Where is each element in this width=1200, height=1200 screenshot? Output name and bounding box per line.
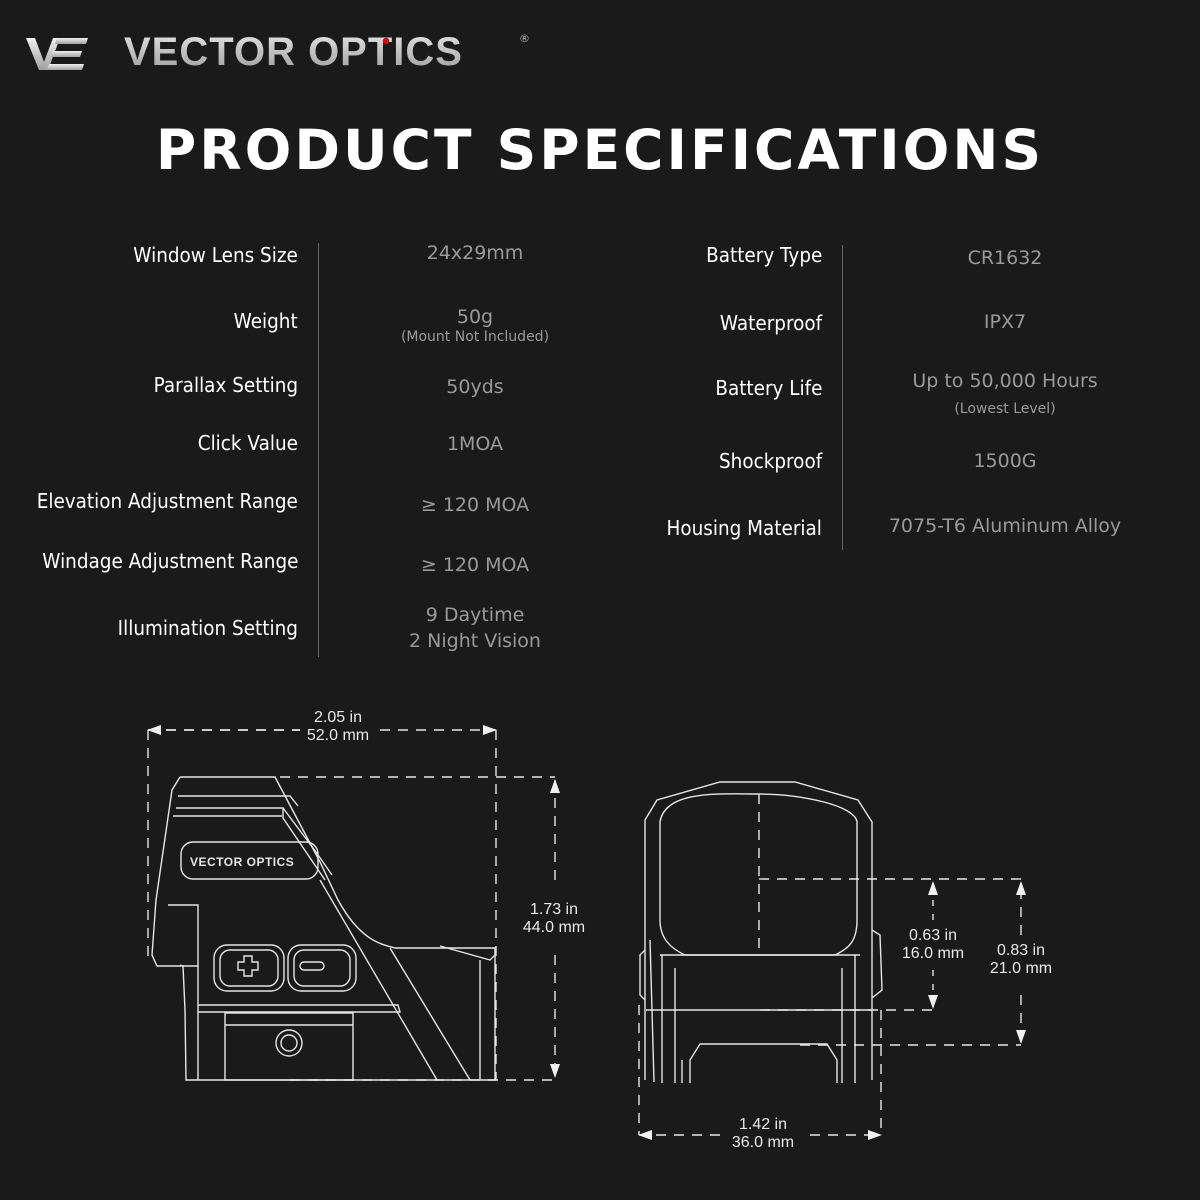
spec-value: 9 Daytime (425, 604, 525, 626)
spec-value: 50yds (446, 376, 504, 398)
optical-axis-from-rail-dimension: 0.83 in 21.0 mm (971, 942, 1071, 978)
spec-label: Waterproof (719, 311, 822, 335)
plus-button-icon (237, 955, 259, 977)
dim-mm: 36.0 mm (731, 1134, 795, 1151)
dim-mm: 44.0 mm (522, 919, 586, 936)
side-length-dimension: 2.05 in 52.0 mm (288, 709, 388, 745)
dim-inches: 2.05 in (313, 709, 363, 726)
spec-label: Parallax Setting (153, 373, 298, 397)
spec-value-line2: 2 Night Vision (409, 630, 541, 652)
spec-value: 50g (456, 306, 494, 328)
spec-label: Shockproof (718, 449, 822, 473)
page-title: PRODUCT SPECIFICATIONS (155, 118, 1045, 182)
front-view-drawing (638, 781, 1026, 1140)
spec-label: Weight (233, 309, 298, 333)
ve-logo-mark-icon (26, 38, 88, 70)
spec-label: Click Value (197, 431, 298, 455)
spec-label: Housing Material (666, 516, 822, 540)
brand-logo: VECTOR OPTICS ® (26, 30, 530, 74)
brand-name: VECTOR OPTICS (124, 30, 463, 74)
spec-label: Elevation Adjustment Range (36, 489, 298, 513)
dim-mm: 52.0 mm (306, 727, 370, 744)
front-width-dimension: 1.42 in 36.0 mm (713, 1116, 813, 1152)
side-view-drawing: VECTOR OPTICS (147, 725, 560, 1081)
spec-value: ≥ 120 MOA (420, 494, 530, 516)
dim-mm: 16.0 mm (901, 945, 965, 962)
spec-value: 24x29mm (426, 242, 524, 264)
red-dot-icon (382, 37, 390, 45)
spec-value: Up to 50,000 Hours (912, 370, 1098, 392)
right-column-divider (842, 245, 843, 550)
spec-label: Battery Life (714, 376, 822, 400)
registered-mark: ® (519, 32, 530, 45)
spec-value: ≥ 120 MOA (420, 554, 530, 576)
dim-inches: 0.83 in (996, 942, 1046, 959)
spec-note: (Mount Not Included) (400, 329, 550, 345)
spec-value: 1500G (973, 450, 1037, 472)
spec-note: (Lowest Level) (954, 401, 1056, 417)
spec-value: IPX7 (983, 311, 1027, 333)
side-height-dimension: 1.73 in 44.0 mm (504, 901, 604, 937)
spec-value: 1MOA (446, 433, 504, 455)
minus-button-icon (299, 961, 325, 971)
spec-label: Battery Type (705, 243, 822, 267)
left-column-divider (318, 243, 319, 657)
dim-mm: 21.0 mm (989, 960, 1053, 977)
dim-inches: 1.73 in (529, 901, 579, 918)
optical-axis-height-dimension: 0.63 in 16.0 mm (883, 927, 983, 963)
spec-label: Window Lens Size (133, 243, 298, 267)
spec-label: Illumination Setting (117, 616, 298, 640)
device-engraving: VECTOR OPTICS (190, 855, 294, 869)
spec-value: CR1632 (967, 247, 1043, 269)
dim-inches: 0.63 in (908, 927, 958, 944)
spec-label: Windage Adjustment Range (41, 549, 298, 573)
spec-value: 7075-T6 Aluminum Alloy (888, 515, 1122, 537)
dim-inches: 1.42 in (738, 1116, 788, 1133)
